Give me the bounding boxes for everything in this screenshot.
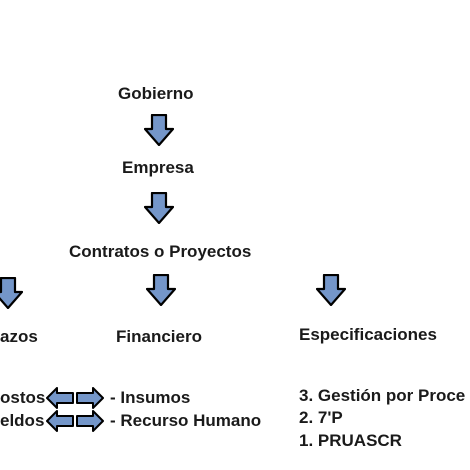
- left-right-arrow-icon: [46, 387, 104, 409]
- node-plazos: azos: [0, 327, 38, 346]
- node-empresa: Empresa: [122, 158, 194, 177]
- down-arrow-icon: [0, 277, 23, 309]
- financiero-item: - Recurso Humano: [110, 411, 262, 430]
- especificaciones-item: 3. Gestión por Proce: [299, 386, 466, 405]
- node-especificaciones: Especificaciones: [299, 325, 437, 344]
- especificaciones-item: 2. 7'P: [299, 408, 343, 427]
- node-financiero: Financiero: [116, 327, 202, 346]
- node-contratos: Contratos o Proyectos: [69, 242, 252, 261]
- down-arrow-icon: [146, 274, 176, 306]
- down-arrow-icon: [144, 192, 174, 224]
- down-arrow-icon: [316, 274, 346, 306]
- left-right-arrow-icon: [46, 410, 104, 432]
- left-item: eldos: [0, 411, 45, 430]
- node-gobierno: Gobierno: [118, 84, 194, 103]
- down-arrow-icon: [144, 114, 174, 146]
- left-item: ostos: [0, 388, 46, 407]
- financiero-item: - Insumos: [110, 388, 191, 407]
- especificaciones-item: 1. PRUASCR: [299, 431, 402, 450]
